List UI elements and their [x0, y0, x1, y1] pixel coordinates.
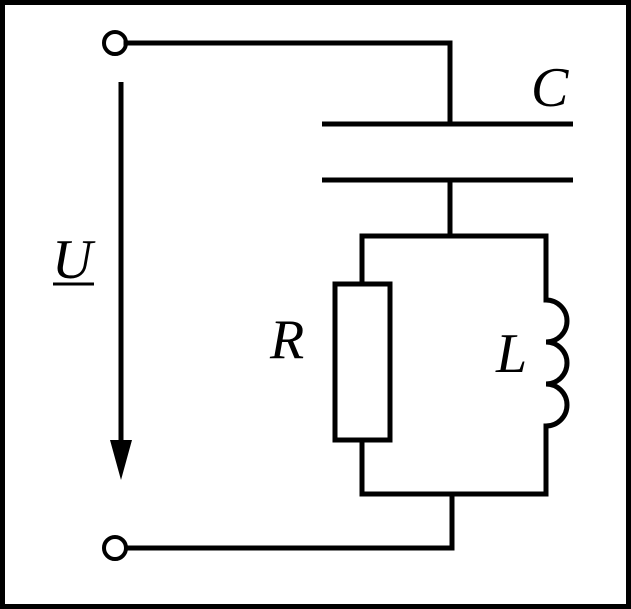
label-resistor: R: [269, 309, 304, 371]
label-capacitor: C: [531, 57, 569, 119]
voltage-arrowhead-icon: [110, 440, 132, 480]
label-inductor: L: [495, 323, 527, 385]
top-wire: [123, 40, 453, 127]
bottom-wire: [123, 491, 455, 551]
bottom-terminal: [102, 535, 128, 561]
branch-top-wire: [359, 233, 549, 303]
label-voltage: U: [52, 229, 96, 291]
top-terminal: [102, 30, 128, 56]
inductor-coil: [543, 297, 570, 429]
resistor-body: [332, 281, 393, 443]
